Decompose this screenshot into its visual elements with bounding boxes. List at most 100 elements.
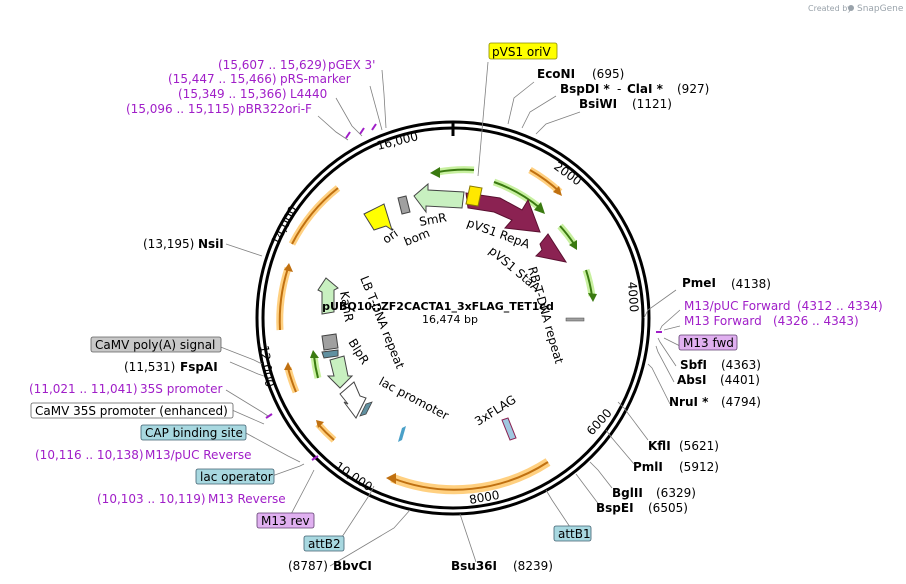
ruler-2000: 2000 <box>551 159 584 188</box>
label-m13-rev: M13 rev <box>261 514 310 528</box>
label-camv-35s: CaMV 35S promoter (enhanced) <box>35 404 228 418</box>
bom-feature <box>397 195 411 215</box>
primer-prs-range: (15,447 .. 15,466) <box>168 72 277 86</box>
feature-kanr: KanR <box>337 290 356 323</box>
lac-promoter-arrow <box>339 381 367 419</box>
site-econi-pos: (695) <box>592 67 624 81</box>
site-bspdi-sep: - <box>617 82 621 96</box>
primer-m13puc-fwd-range: (4312 .. 4334) <box>797 299 883 313</box>
credit-prefix: Created by <box>808 4 852 13</box>
orange-arrowheads <box>284 186 562 484</box>
primer-m13-rev-name: M13 Reverse <box>208 492 286 506</box>
rb-feature <box>565 317 585 322</box>
primer-pbr322-range: (15,096 .. 15,115) <box>126 102 235 116</box>
primer-pgex3-range: (15,607 .. 15,629) <box>218 58 327 72</box>
box-lac-operator <box>195 468 275 485</box>
primer-m13-fwd-range: (4326 .. 4343) <box>773 314 859 328</box>
box-camv-35s <box>30 402 234 419</box>
primer-m13puc-rev-name: M13/pUC Reverse <box>145 448 252 462</box>
label-cap: CAP binding site <box>145 426 243 440</box>
primer-m13puc-rev-range: (10,116 .. 10,138) <box>35 448 144 462</box>
plasmid-name: pUBQ10::ZF2CACTA1_3xFLAG_TET1cd <box>322 300 554 313</box>
site-pmei: PmeI <box>682 276 716 290</box>
site-fspai: FspAI <box>180 360 218 374</box>
box-attb1 <box>553 525 592 542</box>
lac-op-feature <box>359 401 373 417</box>
site-bglii: BglII <box>612 486 643 500</box>
primer-prs-name: pRS-marker <box>280 72 351 86</box>
site-absi-pos: (4401) <box>720 373 760 387</box>
site-bbvci: BbvCI <box>333 559 372 573</box>
lb-small-feature <box>321 349 339 359</box>
site-bsu36i: Bsu36I <box>451 559 497 573</box>
primer-m13-fwd-name: M13 Forward <box>684 314 762 328</box>
snapgene-logo-icon <box>848 5 854 11</box>
feature-bom: bom <box>402 226 432 249</box>
primer-l4440-range: (15,349 .. 15,366) <box>178 87 287 101</box>
feature-smr: SmR <box>418 210 448 229</box>
site-nsii-pos: (13,195) <box>143 237 194 251</box>
credit-brand: SnapGene <box>857 4 904 14</box>
primer-pbr322-name: pBR322ori-F <box>238 102 312 116</box>
feature-rb: RB T-DNA repeat <box>525 265 566 366</box>
box-attb2 <box>303 535 345 552</box>
ruler-12000: 12,000 <box>257 344 277 388</box>
attb2-feature <box>398 426 406 442</box>
site-econi: EcoNI <box>537 67 575 81</box>
flag-feature <box>501 417 517 441</box>
orange-arcs <box>276 166 563 495</box>
site-nsii: NsiI <box>198 237 224 251</box>
site-bglii-pos: (6329) <box>656 486 696 500</box>
box-camv-polya <box>90 336 222 353</box>
label-attb2: attB2 <box>308 537 341 551</box>
box-cap <box>140 424 247 441</box>
site-pmli: PmlI <box>633 460 663 474</box>
site-sbfi-pos: (4363) <box>721 358 761 372</box>
pvs1-oriv-feature <box>465 185 483 207</box>
site-bspei-pos: (6505) <box>648 501 688 515</box>
site-bspei: BspEI <box>596 501 634 515</box>
label-m13-fwd: M13 fwd <box>683 336 734 350</box>
site-bsu36i-pos: (8239) <box>513 559 553 573</box>
site-bsiwi: BsiWI <box>579 97 617 111</box>
ruler-4000: 4000 <box>625 281 641 312</box>
box-pvs1-oriv <box>488 42 558 60</box>
smr-arrow <box>413 182 465 214</box>
site-sbfi: SbfI <box>680 358 707 372</box>
label-lac-operator: lac operator <box>200 470 273 484</box>
site-pmli-pos: (5912) <box>679 460 719 474</box>
site-clai: ClaI * <box>627 82 664 96</box>
site-bsiwi-pos: (1121) <box>632 97 672 111</box>
site-bbvci-pos: (8787) <box>288 559 328 573</box>
lb-feature <box>321 333 339 351</box>
pvs1-staa-arrow <box>534 233 568 263</box>
ori-arrow <box>363 203 393 232</box>
plasmid-size: 16,474 bp <box>422 313 478 326</box>
site-absi: AbsI <box>677 373 706 387</box>
site-kfli: KflI <box>648 439 671 453</box>
feature-ori: ori <box>380 226 401 246</box>
label-pvs1-oriv: pVS1 oriV <box>492 45 552 59</box>
primer-35s-name: 35S promoter <box>140 382 222 396</box>
site-bspdi-pos: (927) <box>677 82 709 96</box>
primer-l4440-name: L4440 <box>290 87 327 101</box>
feature-bipr: BlpR <box>345 336 371 367</box>
green-arrowheads <box>310 167 597 358</box>
ruler-16000: 16,000 <box>375 129 419 153</box>
pvs1-repa-arrow <box>465 192 541 233</box>
label-camv-polya: CaMV poly(A) signal <box>95 338 215 352</box>
site-nrui: NruI * <box>669 395 709 409</box>
bipr-arrow <box>326 355 354 389</box>
primer-m13puc-fwd-name: M13/pUC Forward <box>684 299 791 313</box>
primer-marks <box>265 123 662 461</box>
site-kfli-pos: (5621) <box>679 439 719 453</box>
feature-lac-promoter: lac promoter <box>377 374 451 422</box>
kanr-arrow <box>317 277 339 315</box>
label-attb1: attB1 <box>558 527 591 541</box>
box-m13-rev <box>256 512 315 529</box>
site-nrui-pos: (4794) <box>721 395 761 409</box>
primer-35s-range: (11,021 .. 11,041) <box>29 382 138 396</box>
primer-pgex3-name: pGEX 3' <box>328 58 375 72</box>
site-bspdi: BspDI * <box>560 82 610 96</box>
